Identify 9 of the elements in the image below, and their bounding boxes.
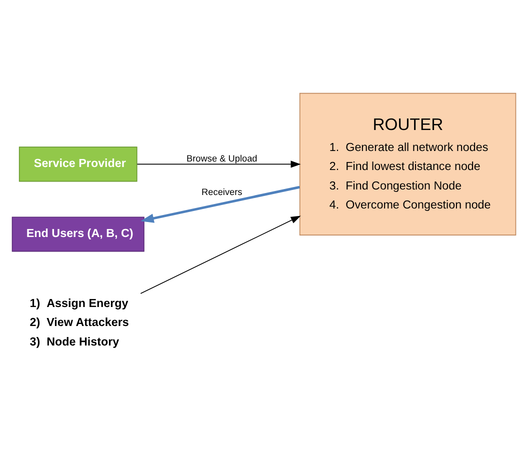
edge-label: Receivers (202, 186, 242, 196)
node-box: End Users (A, B, C) (12, 216, 144, 252)
arrow (140, 185, 300, 222)
edge-label: Browse & Upload (186, 153, 258, 164)
node-text: 1) Assign Energy 2) View Attackers 3) Node History (30, 296, 129, 348)
arrow (140, 215, 301, 294)
arrow (136, 160, 301, 168)
node-box: ROUTER 1. Generate all network nodes 2. Find lowest distance node 3. Find Congestion Node 4. Overcome Congestion node (299, 92, 516, 235)
node-box: Service Provider (18, 146, 138, 182)
